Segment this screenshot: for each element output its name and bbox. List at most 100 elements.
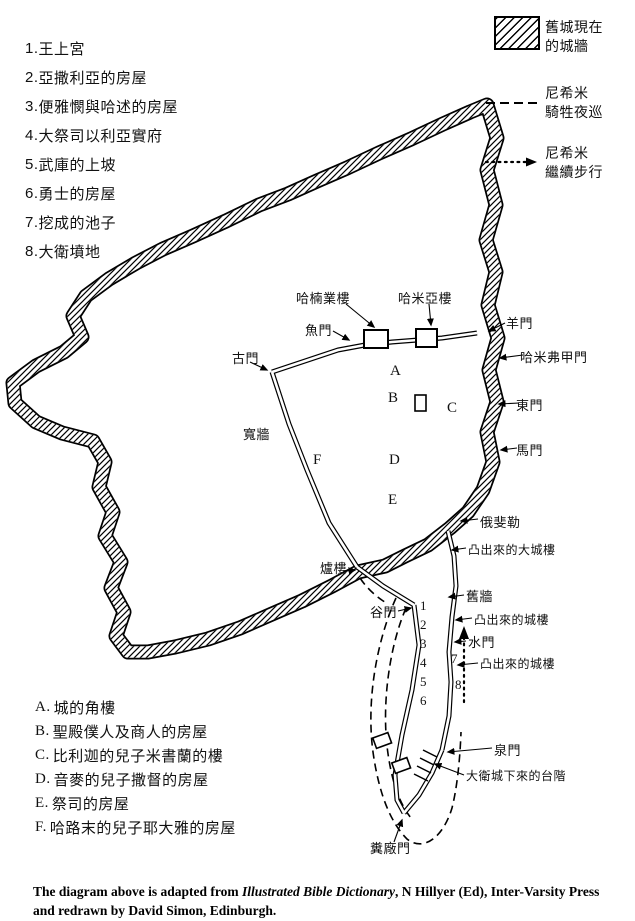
small-buildings [371, 394, 427, 775]
item-number: 1. [25, 40, 39, 57]
item-label: 哈路末的兒子耶大雅的房屋 [49, 819, 236, 837]
item-letter: D. [35, 770, 51, 787]
legend-night-ride-line2: 騎牲夜巡 [545, 104, 603, 120]
item-letter: C. [35, 746, 50, 763]
map-number-1: 1 [420, 598, 427, 613]
item-letter: F. [35, 818, 47, 835]
item-label: 便雅憫與哈述的房屋 [38, 99, 179, 116]
legend-arrow-head [526, 157, 537, 167]
label-valley-gate: 谷門 [370, 605, 398, 620]
list-item: A.城的角樓 [35, 695, 236, 719]
item-letter: E. [35, 794, 49, 811]
label-projecting-tower-1: 凸出來的城樓 [474, 613, 550, 627]
caption-prefix: The diagram above is adapted from [33, 883, 243, 899]
item-label: 武庫的上坡 [38, 157, 117, 174]
list-item: 6.勇士的房屋 [25, 179, 178, 208]
label-fountain-gate: 泉門 [494, 743, 522, 758]
map-letter-C: C [447, 400, 458, 416]
list-item: 7.挖成的池子 [25, 208, 178, 237]
legend-night-ride-line1: 尼希米 [545, 85, 589, 101]
numbered-legend-list: 1.王上宮 2.亞撒利亞的房屋 3.便雅憫與哈述的房屋 4.大祭司以利亞實府 5… [25, 34, 178, 266]
label-great-projecting-tower: 凸出來的大城樓 [468, 543, 556, 557]
walking-route-dotted [459, 626, 469, 704]
map-letter-B: B [388, 390, 399, 406]
stairs-marks [413, 749, 438, 782]
legend-walk-text: 尼希米 繼續步行 [545, 144, 603, 182]
label-dung-gate: 糞廠門 [370, 841, 411, 856]
item-label: 挖成的池子 [38, 215, 117, 232]
label-east-gate: 東門 [516, 398, 544, 413]
label-hananel-tower: 哈楠業樓 [296, 291, 351, 306]
legend-wall-line1: 舊城現在 [545, 19, 603, 35]
item-number: 7. [25, 214, 39, 231]
map-letter-F: F [313, 452, 322, 468]
list-item: F.哈路末的兒子耶大雅的房屋 [35, 815, 236, 839]
list-item: 3.便雅憫與哈述的房屋 [25, 92, 178, 121]
label-sheep-gate: 羊門 [506, 316, 534, 331]
list-item: 2.亞撒利亞的房屋 [25, 63, 178, 92]
label-projecting-tower-2: 凸出來的城樓 [480, 657, 556, 671]
map-letter-D: D [389, 452, 400, 468]
item-label: 城的角樓 [53, 699, 116, 717]
nehemiah-wall-lines [269, 330, 478, 815]
map-number-6: 6 [420, 693, 427, 708]
list-item: 5.武庫的上坡 [25, 150, 178, 179]
source-caption: The diagram above is adapted from Illust… [33, 882, 610, 920]
label-fish-gate: 魚門 [305, 323, 333, 338]
item-label: 祭司的房屋 [51, 795, 130, 813]
label-hammiphkad-gate: 哈米弗甲門 [520, 350, 588, 365]
list-item: B.聖殿僕人及商人的房屋 [35, 719, 236, 743]
item-number: 8. [25, 243, 39, 260]
caption-suffix: , N Hillyer (Ed), Inter-Varsity Press an… [33, 883, 600, 918]
item-number: 4. [25, 127, 39, 144]
legend-line-samples [484, 102, 541, 167]
item-label: 比利迦的兒子米書蘭的樓 [52, 747, 224, 765]
label-horse-gate: 馬門 [516, 443, 544, 458]
map-number-8: 8 [455, 677, 462, 692]
map-letter-E: E [388, 492, 398, 508]
label-stairs-city-of-david: 大衛城下來的台階 [466, 769, 567, 783]
item-letter: A. [35, 698, 51, 715]
list-item: 8.大衛墳地 [25, 237, 178, 266]
item-label: 大衛墳地 [38, 244, 101, 261]
item-label: 亞撒利亞的房屋 [38, 70, 148, 87]
list-item: D.音麥的兒子撒督的房屋 [35, 767, 236, 791]
label-broad-wall: 寬牆 [243, 427, 271, 442]
list-item: 1.王上宮 [25, 34, 178, 63]
item-number: 6. [25, 185, 39, 202]
map-number-2: 2 [420, 617, 427, 632]
label-hammeah-tower: 哈米亞樓 [398, 291, 453, 306]
item-label: 大祭司以利亞實府 [38, 128, 163, 145]
item-letter: B. [35, 722, 50, 739]
map-number-7: 7 [451, 651, 458, 666]
caption-book-title: Illustrated Bible Dictionary [242, 883, 396, 899]
item-number: 3. [25, 98, 39, 115]
legend-walk-line2: 繼續步行 [545, 164, 603, 180]
item-number: 5. [25, 156, 39, 173]
label-furnace-tower: 爐樓 [320, 561, 348, 576]
map-number-3: 3 [420, 636, 427, 651]
label-old-wall: 舊牆 [466, 589, 494, 604]
item-number: 2. [25, 69, 39, 86]
north-wall-towers [363, 328, 438, 349]
list-item: E.祭司的房屋 [35, 791, 236, 815]
item-label: 聖殿僕人及商人的房屋 [52, 723, 208, 741]
label-ophel: 俄斐勒 [480, 515, 521, 530]
lettered-legend-list: A.城的角樓 B.聖殿僕人及商人的房屋 C.比利迦的兒子米書蘭的樓 D.音麥的兒… [35, 695, 236, 839]
item-label: 音麥的兒子撒督的房屋 [53, 771, 209, 789]
list-item: C.比利迦的兒子米書蘭的樓 [35, 743, 236, 767]
map-number-4: 4 [420, 655, 427, 670]
label-old-gate: 古門 [232, 351, 260, 366]
list-item: 4.大祭司以利亞實府 [25, 121, 178, 150]
legend-wall-line2: 的城牆 [545, 38, 589, 54]
legend-walk-line1: 尼希米 [545, 145, 589, 161]
map-number-5: 5 [420, 674, 427, 689]
legend-wall-text: 舊城現在 的城牆 [545, 18, 603, 56]
item-label: 勇士的房屋 [38, 186, 117, 203]
legend-hatch-swatch [494, 16, 540, 50]
label-water-gate: 水門 [468, 635, 496, 650]
legend-night-ride-text: 尼希米 騎牲夜巡 [545, 84, 603, 122]
leader-lines [249, 303, 524, 843]
